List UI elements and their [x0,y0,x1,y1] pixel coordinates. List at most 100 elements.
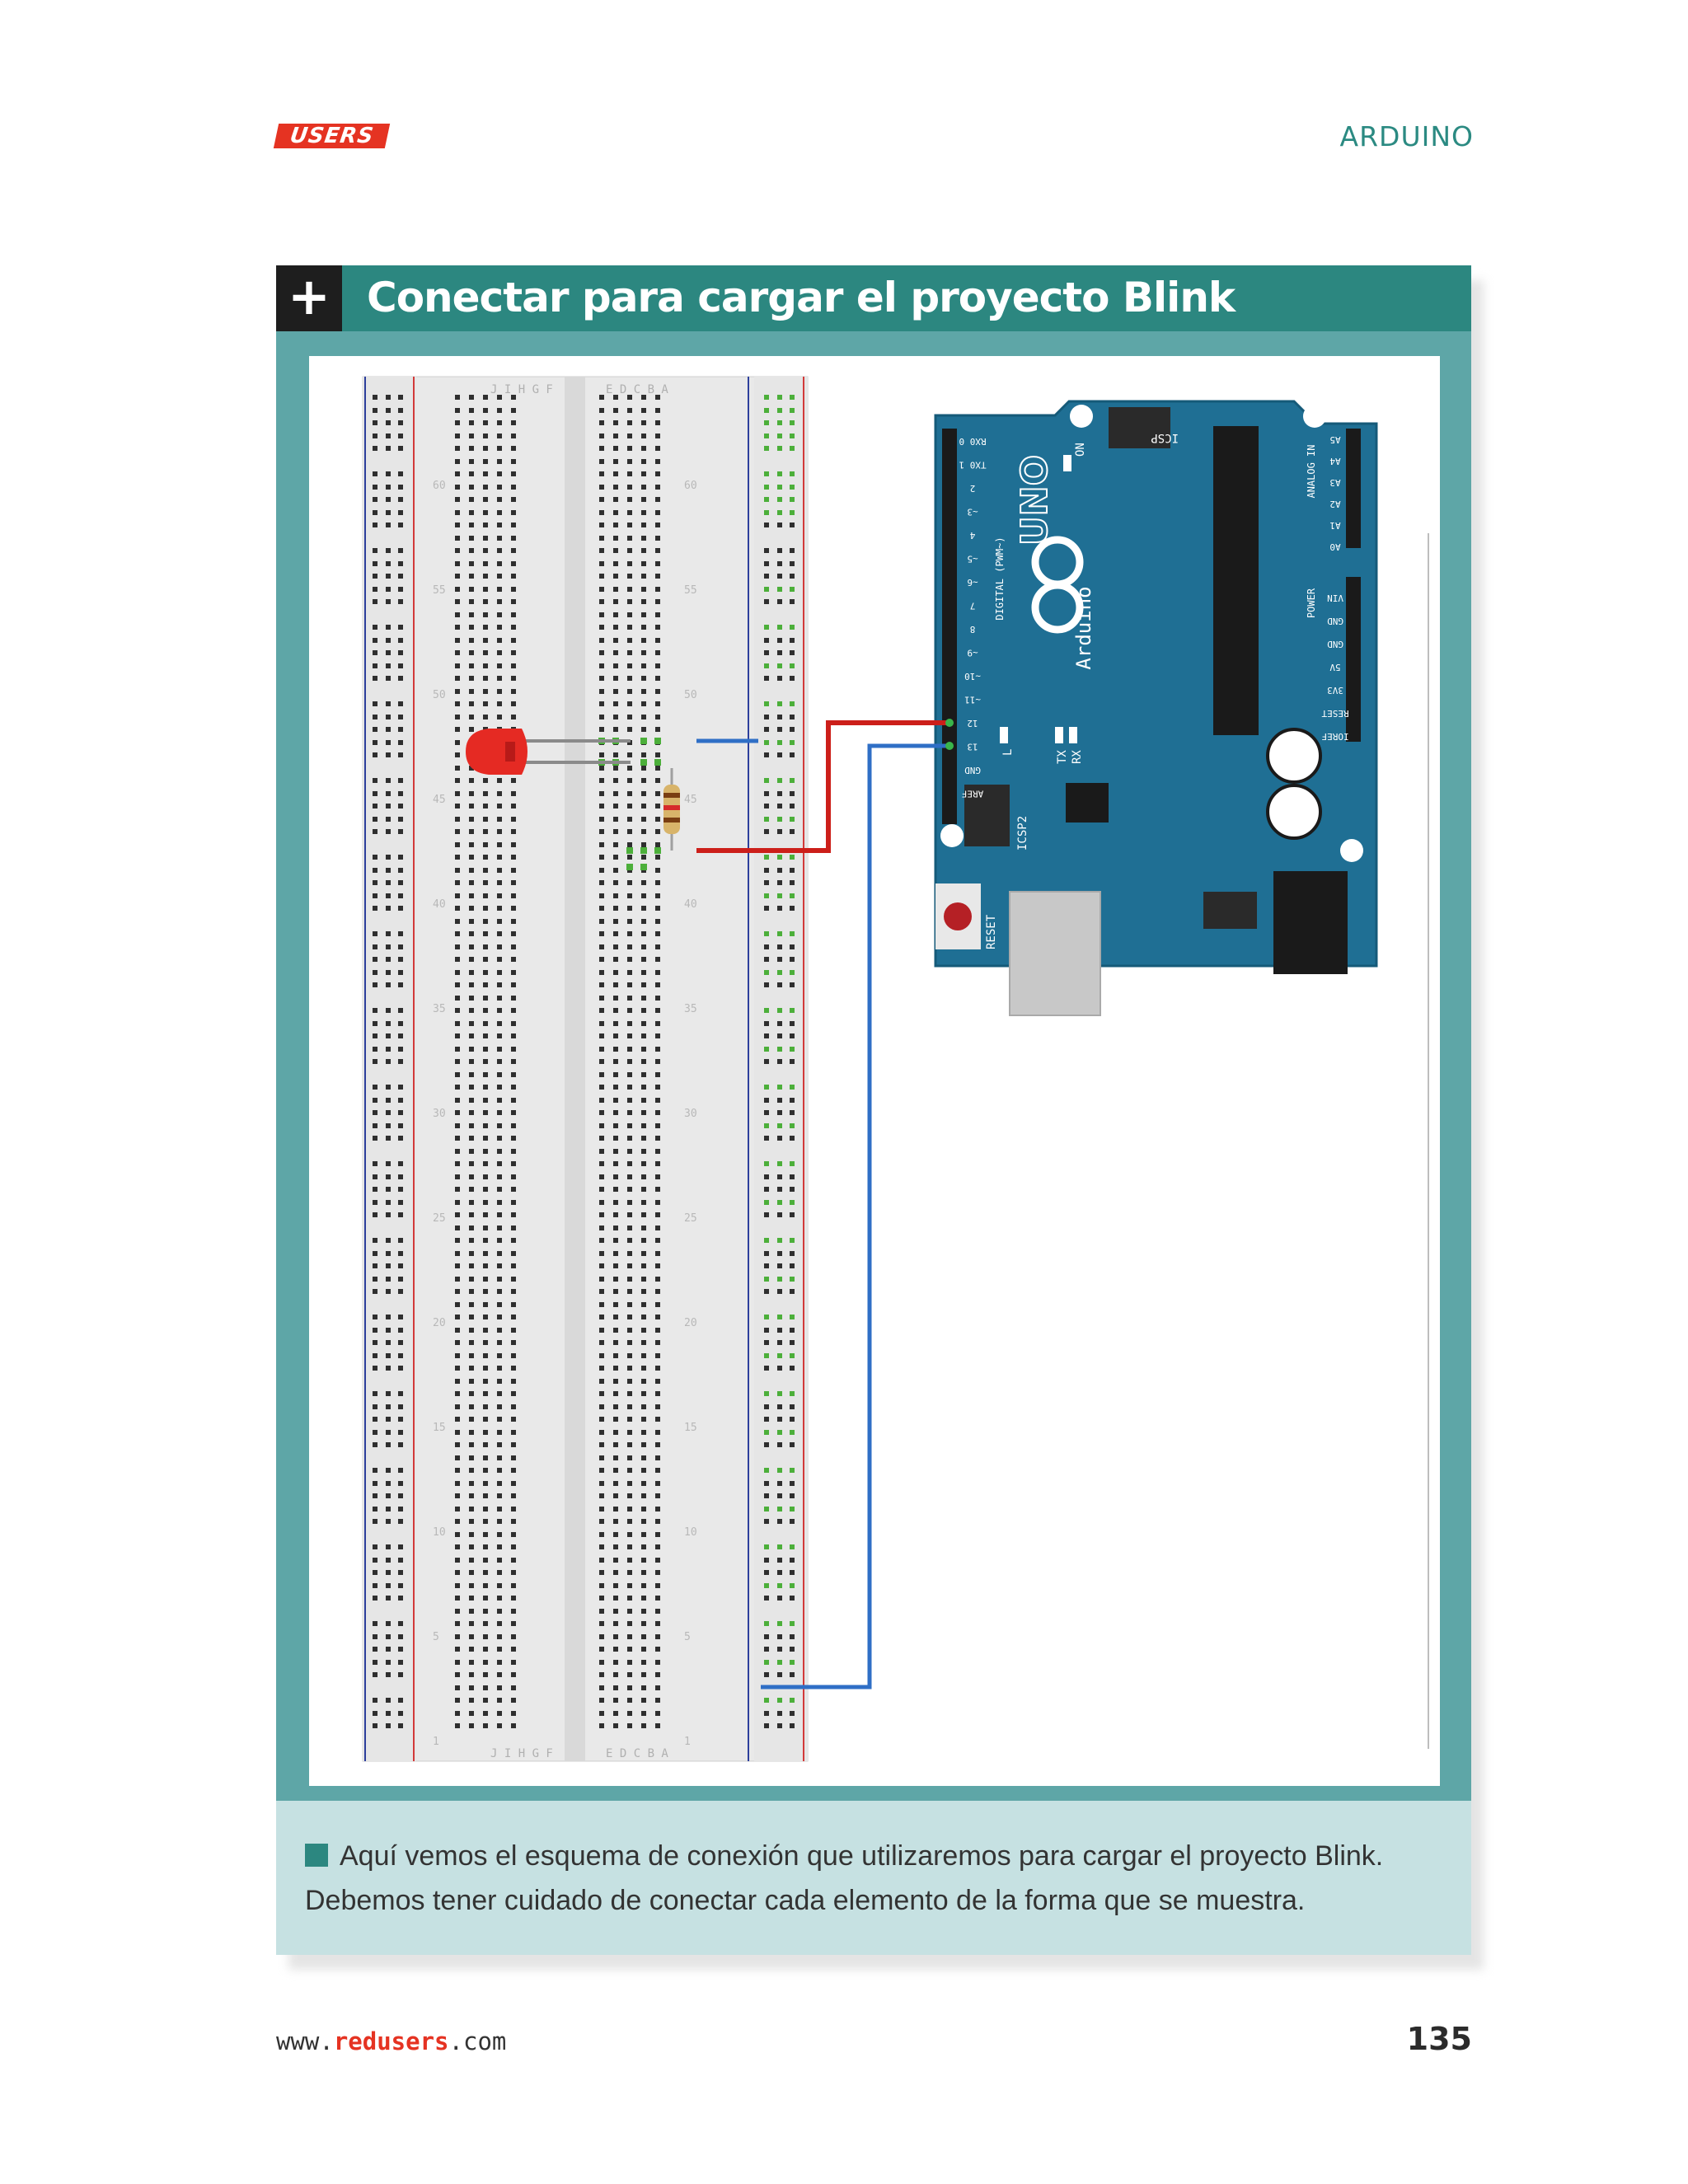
rail-hole [790,944,795,949]
breadboard-hole [469,1251,474,1256]
breadboard-hole [469,1033,474,1038]
breadboard-hole [469,1570,474,1575]
rail-hole [777,1391,782,1396]
breadboard-hole [455,817,460,822]
breadboard-hole [469,1136,474,1141]
rail-hole [373,791,377,796]
breadboard-hole [469,1455,474,1460]
rail-hole [398,1634,403,1639]
breadboard-hole [497,1238,502,1243]
rail-hole [386,1366,391,1371]
breadboard-hole [641,1711,646,1716]
breadboard-hole [613,1660,618,1665]
rail-hole [790,970,795,975]
breadboard-hole [469,650,474,655]
rail-hole [790,1583,795,1588]
rail-hole [386,1468,391,1473]
breadboard-hole [497,1417,502,1422]
breadboard-hole [511,459,516,464]
breadboard-hole [483,1174,488,1179]
rail-hole [386,1442,391,1447]
breadboard-hole [497,497,502,502]
breadboard-hole [497,1149,502,1154]
breadboard-hole [483,1098,488,1103]
breadboard-hole [469,1085,474,1090]
pin-label: A0 [1329,541,1340,552]
rail-hole [764,625,769,630]
rail-hole [386,1481,391,1486]
breadboard-hole [613,1698,618,1703]
breadboard-hole [483,1251,488,1256]
breadboard-hole [613,420,618,425]
rail-hole [790,1596,795,1601]
rail-hole [386,957,391,962]
breadboard-hole [655,1187,660,1192]
breadboard-hole [455,523,460,527]
connected-hole [640,847,647,854]
breadboard-hole [655,1340,660,1345]
breadboard-hole [511,1455,516,1460]
breadboard-hole [641,434,646,438]
breadboard-hole [469,536,474,541]
breadboard-hole [627,817,632,822]
rail-hole [373,1570,377,1575]
rail-hole [398,1085,403,1090]
rail-hole [790,1047,795,1052]
row-number: 35 [684,1003,697,1015]
breadboard-hole [455,1672,460,1677]
breadboard-hole [497,1621,502,1626]
breadboard-hole [469,829,474,834]
pin-label: GND [964,765,981,776]
breadboard-hole [655,1366,660,1371]
rail-hole [386,1098,391,1103]
breadboard-hole [469,1544,474,1549]
breadboard-hole [483,434,488,438]
breadboard-hole [469,485,474,490]
rail-hole [386,715,391,719]
breadboard-hole [511,1008,516,1013]
rail-hole [764,1263,769,1268]
breadboard-hole [613,996,618,1001]
breadboard-hole [641,1532,646,1537]
footer-url[interactable]: www.redusers.com [276,2027,506,2055]
breadboard-hole [655,1723,660,1728]
rail-hole [398,1544,403,1549]
rail-hole [790,1417,795,1422]
rail-hole [398,1021,403,1026]
breadboard-hole [469,715,474,719]
breadboard-hole [497,1098,502,1103]
rail-hole [777,1634,782,1639]
breadboard-hole [641,1430,646,1435]
rail-hole [386,1277,391,1282]
breadboard-hole [511,996,516,1001]
breadboard-hole [641,1251,646,1256]
breadboard-hole [613,1098,618,1103]
breadboard-hole [613,1008,618,1013]
breadboard-hole [483,420,488,425]
breadboard-hole [613,561,618,566]
breadboard-hole [483,1238,488,1243]
rail-hole [764,906,769,911]
rail-hole [777,434,782,438]
row-number: 40 [433,898,446,911]
breadboard-hole [613,1251,618,1256]
breadboard-hole [627,1660,632,1665]
breadboard-hole [599,561,604,566]
rail-hole [398,1238,403,1243]
rail-hole [777,1647,782,1652]
section-title: ARDUINO [1339,120,1474,152]
rail-hole [777,1187,782,1192]
breadboard-hole [455,1174,460,1179]
breadboard-hole [627,1174,632,1179]
breadboard-hole [497,1085,502,1090]
breadboard-hole [655,1493,660,1498]
breadboard-hole [511,689,516,694]
breadboard-hole [483,1212,488,1217]
breadboard-hole [455,868,460,873]
breadboard-hole [641,970,646,975]
rail-hole [373,599,377,604]
breadboard-hole [469,1353,474,1358]
rail-hole [386,485,391,490]
rail-hole [790,1200,795,1205]
rail-hole [373,663,377,668]
